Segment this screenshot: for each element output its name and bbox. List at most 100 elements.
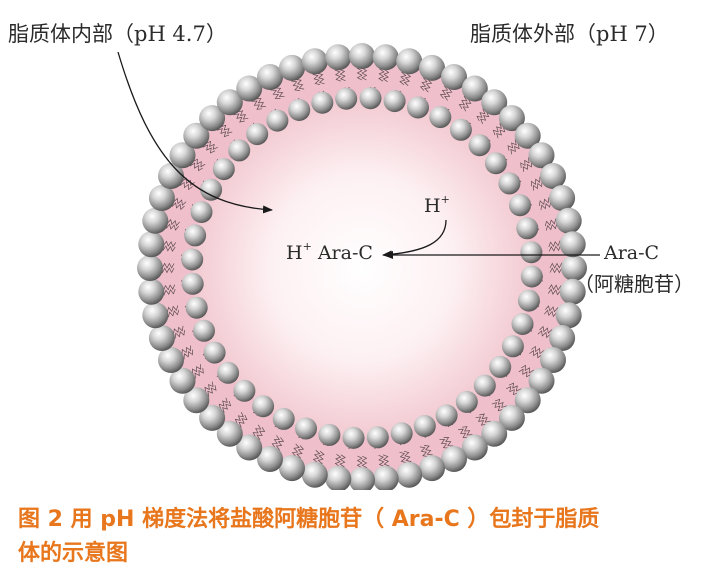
lipid-head <box>396 461 423 488</box>
lipid-head <box>138 231 165 258</box>
lipid-tail <box>531 176 545 187</box>
lipid-tail <box>545 305 560 313</box>
lipid-tail <box>233 110 245 123</box>
lipid-head <box>413 415 436 437</box>
lipid-head <box>540 163 566 189</box>
figure-caption: 图 2 用 pH 梯度法将盐酸阿糖胞苷（ Ara-C ）包封于脂质 体的示意图 <box>18 503 708 571</box>
lipid-head <box>481 89 508 116</box>
lipid-tail <box>520 157 534 168</box>
lipid-tail <box>549 262 565 269</box>
lipid-tail <box>251 96 262 110</box>
outside-label: 脂质体外部（pH 7） <box>470 22 669 46</box>
lipid-tail <box>439 85 450 99</box>
lipid-head <box>216 420 243 447</box>
lipid-head <box>301 48 328 75</box>
inside-pointer-arrow <box>117 51 273 214</box>
lipid-tail <box>312 70 321 86</box>
lipid-head <box>138 278 165 305</box>
lipid-head <box>158 163 184 189</box>
lipid-head <box>559 231 586 258</box>
lipid-head <box>137 255 163 281</box>
lipid-tail <box>170 201 185 211</box>
lipid-head <box>501 335 524 358</box>
lipid-head <box>236 75 263 102</box>
lipid-head <box>511 313 534 335</box>
lipid-head <box>325 44 352 71</box>
protonated-prefix: H <box>286 242 303 264</box>
lipid-head <box>228 139 251 162</box>
lipid-head <box>520 241 543 264</box>
lipid-head <box>190 201 213 223</box>
lipid-tail <box>159 267 175 274</box>
lipid-tail <box>462 426 473 440</box>
lipid-head <box>349 467 375 493</box>
lipid-tail <box>492 123 505 136</box>
lipid-head <box>142 302 169 329</box>
lipid-tail <box>382 454 390 469</box>
lipid-head <box>257 446 283 472</box>
lipid-head <box>396 48 423 75</box>
lipid-head <box>199 404 226 431</box>
lipid-head <box>181 248 204 271</box>
lipid-head <box>183 122 210 149</box>
lipid-head <box>311 91 334 114</box>
lipid-head <box>441 446 467 472</box>
lipid-head <box>295 417 317 440</box>
lipid-tail <box>164 223 179 231</box>
lipid-tail <box>443 437 454 451</box>
lipid-head <box>498 105 525 132</box>
lipid-head <box>257 64 283 90</box>
lipid-head <box>272 407 295 430</box>
lipid-head <box>561 255 587 281</box>
lipid-head <box>200 178 223 201</box>
aqueous-core <box>192 98 532 438</box>
lipid-head <box>407 96 429 119</box>
lipid-head <box>148 185 175 211</box>
inside-label: 脂质体内部（pH 4.7） <box>8 22 227 46</box>
lipid-tail <box>274 437 285 451</box>
lipid-head <box>489 355 512 378</box>
lipid-tail <box>290 77 300 91</box>
lipid-head <box>517 289 540 312</box>
liposome-diagram: 脂质体内部（pH 4.7） 脂质体外部（pH 7） H+ H+ Ara-C Ar… <box>8 22 694 493</box>
lipid-head <box>325 465 352 492</box>
lipid-tail <box>339 454 346 470</box>
lipid-tail <box>548 240 563 248</box>
lipid-head <box>419 455 445 482</box>
lipid-head <box>528 142 555 169</box>
lipid-tail <box>476 108 488 122</box>
lipid-tail <box>254 427 266 440</box>
lipid-head <box>279 54 305 81</box>
lipid-head <box>233 379 256 402</box>
lipid-tail <box>164 309 180 318</box>
lipid-head <box>349 43 375 69</box>
inner-leaflet-heads <box>181 87 543 449</box>
protonated-drug-label: H+ Ara-C <box>286 241 373 264</box>
lipid-head <box>181 272 204 295</box>
lipid-tail <box>190 368 204 379</box>
lipid-head <box>383 90 406 113</box>
lipid-tail <box>270 85 281 99</box>
lipid-head <box>555 207 582 234</box>
lipid-head <box>520 265 543 288</box>
lipid-tail <box>361 455 368 471</box>
lipid-tail <box>334 67 342 82</box>
lipid-head <box>148 325 175 351</box>
lipid-head <box>481 420 508 447</box>
protonated-drug-name: Ara-C <box>311 242 373 264</box>
caption-line-2: 体的示意图 <box>18 541 129 566</box>
lipid-tail <box>378 66 385 82</box>
protonated-charge: + <box>302 240 312 253</box>
lipid-head <box>158 347 184 373</box>
lipid-tail <box>419 76 429 91</box>
lipid-head <box>236 434 263 461</box>
lipid-tail <box>161 288 176 296</box>
lipid-tail <box>458 96 470 109</box>
lipid-tail <box>179 349 193 360</box>
lipid-tail <box>356 65 363 81</box>
lipid-head <box>266 109 289 132</box>
lipid-head <box>514 387 541 414</box>
lipid-head <box>468 134 491 157</box>
lipid-head <box>555 302 582 329</box>
liposome-svg <box>117 43 600 493</box>
